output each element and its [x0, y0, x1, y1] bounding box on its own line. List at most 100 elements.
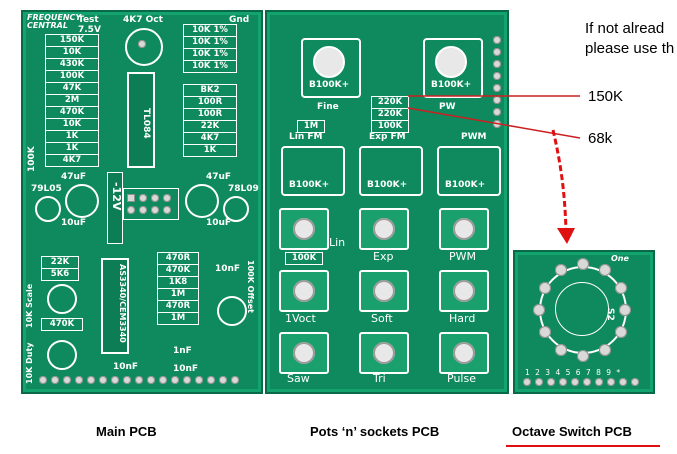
header-pin [63, 376, 71, 384]
header-pin [111, 376, 119, 384]
power-label: -12V [110, 182, 123, 211]
pot-label: B100K+ [289, 180, 330, 190]
1voct-label: 1Voct [285, 312, 316, 325]
cap-right [223, 196, 249, 222]
one-label: One [611, 254, 629, 263]
exp-jack [359, 208, 409, 250]
switch-pad [577, 350, 589, 362]
header-pin [595, 378, 603, 386]
right-resistor-column: 10K 1% 10K 1% 10K 1% 10K 1% BK2 100R 100… [183, 24, 243, 174]
test-label: Test [78, 15, 99, 25]
header-pin [547, 378, 555, 386]
1voct-jack [279, 270, 329, 312]
pwm-jack-label: PWM [449, 250, 477, 263]
cap-label: 10nF [173, 364, 199, 374]
cap-10uf-left [65, 184, 99, 218]
switch-pad [615, 326, 627, 338]
trimmer-pad [138, 40, 146, 48]
lin-fm-label: Lin FM [289, 132, 323, 142]
as3340-ic [101, 258, 129, 354]
jack-ring [453, 218, 475, 240]
header-pin [583, 378, 591, 386]
resistor-label: 1K [183, 144, 237, 157]
header-pin [493, 48, 501, 56]
header-pin [571, 378, 579, 386]
exp-fm-label: Exp FM [369, 132, 406, 142]
duty-label: 10K Duty [25, 342, 34, 385]
fine-pot [301, 38, 361, 98]
header-pin [619, 378, 627, 386]
fine-pot-knob [313, 46, 345, 78]
pot-label: B100K+ [367, 180, 408, 190]
soft-label: Soft [371, 312, 393, 325]
reg-left-label: 79L05 [31, 184, 62, 194]
switch-pad [577, 258, 589, 270]
switch-pad [619, 304, 631, 316]
red-arrow-head [557, 228, 575, 244]
tri-label: Tri [373, 372, 386, 385]
switch-pad [615, 282, 627, 294]
header-pin [99, 376, 107, 384]
exp-fm-pot [359, 146, 423, 196]
header-pin [607, 378, 615, 386]
jack-ring [293, 280, 315, 302]
cap-label: 10nF [113, 362, 139, 372]
main-pcb-caption: Main PCB [96, 424, 157, 439]
power-pin [151, 194, 159, 202]
resistor-label: 4K7 [45, 154, 99, 167]
offset-label: 100K Offset [246, 260, 255, 313]
header-pin [39, 376, 47, 384]
lin-label: Lin [329, 236, 346, 249]
header-pin [493, 108, 501, 116]
cap-left [35, 196, 61, 222]
pots-pcb: B100K+ Fine B100K+ PW 220K 220K 100K 1M … [265, 10, 509, 394]
cap-10uf-left-label: 10uF [61, 218, 87, 228]
header-pin [493, 36, 501, 44]
header-pin [123, 376, 131, 384]
resistor-label: 470K [41, 318, 83, 331]
switch-pad [555, 264, 567, 276]
lin-fm-pot [281, 146, 345, 196]
cap-right-label: 47uF [206, 172, 232, 182]
power-pin [127, 206, 135, 214]
value-68k: 68k [588, 130, 613, 147]
pw-pot [423, 38, 483, 98]
header-pin [493, 96, 501, 104]
header-pin [159, 376, 167, 384]
right-header [493, 36, 503, 216]
side-100k-label: 100K [27, 146, 37, 172]
pwm-pot-label: PWM [461, 132, 487, 142]
power-pin [139, 194, 147, 202]
header-pin [171, 376, 179, 384]
header-pin [183, 376, 191, 384]
cap-left-label: 47uF [61, 172, 87, 182]
fine-label: Fine [317, 102, 339, 112]
soft-jack [359, 270, 409, 312]
switch-pad [539, 326, 551, 338]
saw-label: Saw [287, 372, 310, 385]
pots-pcb-caption: Pots ‘n’ sockets PCB [310, 424, 440, 439]
pwm-pot [437, 146, 501, 196]
lin-jack [279, 208, 329, 250]
cap-10uf-right [185, 184, 219, 218]
offset-trimmer [217, 296, 247, 326]
resistor-label: 10K 1% [183, 60, 237, 73]
switch-pad [555, 344, 567, 356]
value-150k: 150K [588, 88, 624, 105]
header-pin [207, 376, 215, 384]
switch-pad [599, 264, 611, 276]
header-pin [523, 378, 531, 386]
bottom-header [39, 376, 249, 386]
power-pin [151, 206, 159, 214]
jack-ring [373, 218, 395, 240]
jack-ring [293, 342, 315, 364]
header-pin [75, 376, 83, 384]
header-pin [559, 378, 567, 386]
tri-jack [359, 332, 409, 374]
pw-pot-knob [435, 46, 467, 78]
header-pin [147, 376, 155, 384]
power-pin [163, 206, 171, 214]
hard-jack [439, 270, 489, 312]
scale-label: 10K Scale [25, 283, 34, 328]
